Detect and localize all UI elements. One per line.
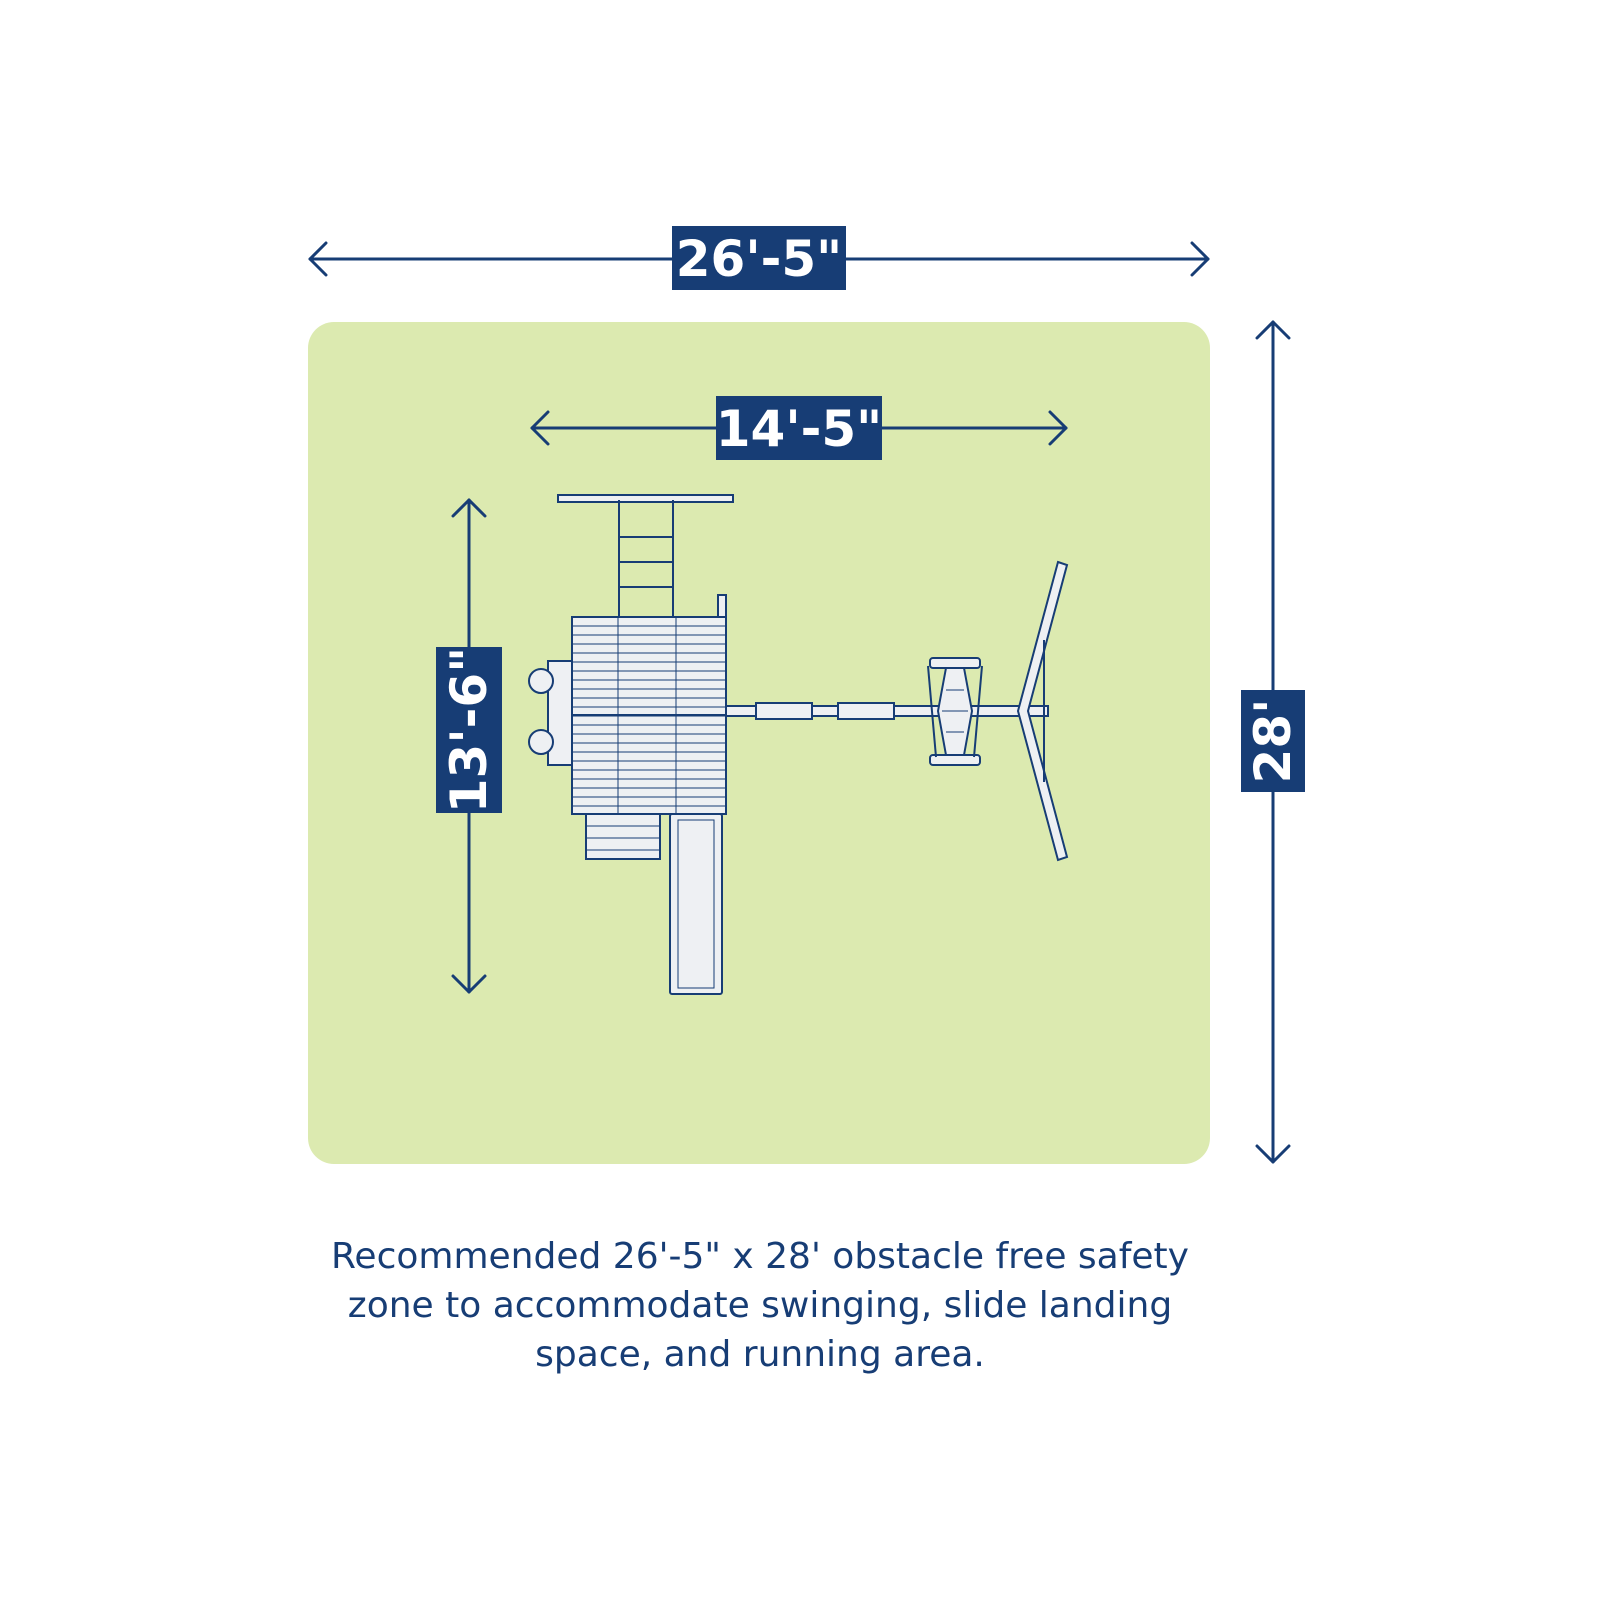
- overall-width-label: 26'-5": [676, 230, 842, 288]
- play-set-width-badge: [716, 396, 882, 460]
- safety-zone-caption: Recommended 26'-5" x 28' obstacle free s…: [250, 1232, 1270, 1379]
- play-set-width-label: 14'-5": [716, 400, 882, 458]
- glider: [927, 657, 983, 766]
- overall-width-badge: [672, 226, 846, 290]
- caption-line-3: space, and running area.: [535, 1334, 985, 1375]
- caption-line-1: Recommended 26'-5" x 28' obstacle free s…: [331, 1236, 1189, 1277]
- a-frame-legs: [1016, 560, 1069, 862]
- overall-depth-badge: [1241, 690, 1305, 792]
- caption-line-2: zone to accommodate swinging, slide land…: [347, 1285, 1173, 1326]
- play-set-depth-badge: [436, 647, 502, 813]
- swing-seat-1: [755, 702, 813, 720]
- deck-slats: [572, 617, 726, 814]
- ladder: [618, 500, 674, 617]
- swing-seat-2: [837, 702, 895, 720]
- telescope-icon: [528, 729, 554, 755]
- play-set-depth-label: 13'-6": [440, 647, 498, 813]
- bench: [585, 813, 661, 860]
- steering-wheel-icon: [528, 668, 554, 694]
- slide: [669, 813, 723, 995]
- overall-depth-label: 28': [1244, 699, 1302, 784]
- play-set-top-view: [528, 494, 1069, 995]
- top-roof-beam: [557, 494, 734, 503]
- safety-zone: [308, 322, 1210, 1164]
